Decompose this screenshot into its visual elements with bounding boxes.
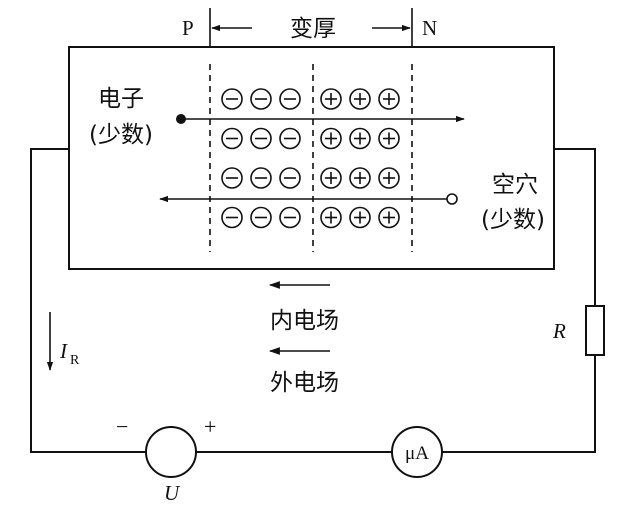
semiconductor-block	[68, 46, 555, 270]
negative-ion	[221, 206, 243, 229]
negative-ion	[221, 127, 243, 150]
negative-ion	[221, 167, 243, 189]
resistor	[585, 305, 605, 356]
positive-ion	[320, 167, 342, 189]
source-plus-sign: +	[204, 414, 216, 439]
depletion-width-label: 变厚	[290, 16, 336, 42]
negative-ion	[279, 88, 301, 110]
resistor-label: R	[552, 319, 566, 343]
negative-ion	[279, 206, 301, 229]
negative-ion	[279, 127, 301, 150]
current-subscript: R	[70, 353, 80, 368]
positive-ion	[349, 206, 371, 229]
hole-label: 空穴	[492, 172, 538, 198]
negative-ion	[250, 167, 272, 189]
positive-ion	[320, 206, 342, 229]
inner-field-label: 内电场	[270, 308, 339, 334]
negative-ion	[250, 206, 272, 229]
negative-ion	[279, 167, 301, 189]
positive-ion	[378, 206, 400, 229]
positive-ion	[320, 88, 342, 110]
positive-ion	[378, 88, 400, 110]
electron-minority-note: (少数)	[89, 122, 153, 148]
hole-dot	[446, 193, 458, 205]
negative-ion	[250, 127, 272, 150]
right-wire-upper	[554, 148, 596, 306]
microammeter	[391, 426, 443, 478]
positive-ion	[349, 88, 371, 110]
positive-ion	[378, 127, 400, 150]
p-region-label: P	[182, 16, 194, 40]
n-region-label: N	[422, 16, 437, 40]
outer-field-label: 外电场	[270, 370, 339, 396]
hole-minority-note: (少数)	[481, 207, 545, 233]
left-wire	[30, 148, 146, 453]
source-minus-sign: −	[116, 414, 128, 439]
positive-ion	[349, 167, 371, 189]
depletion-layer-ions	[221, 88, 400, 229]
microammeter-label: μA	[405, 443, 429, 464]
positive-ion	[378, 167, 400, 189]
source-label: U	[164, 481, 181, 505]
negative-ion	[250, 88, 272, 110]
voltage-source	[145, 426, 197, 478]
right-wire	[442, 355, 596, 453]
positive-ion	[320, 127, 342, 150]
negative-ion	[221, 88, 243, 110]
positive-ion	[349, 127, 371, 150]
electron-label: 电子	[98, 86, 144, 112]
current-label: I	[59, 339, 68, 363]
